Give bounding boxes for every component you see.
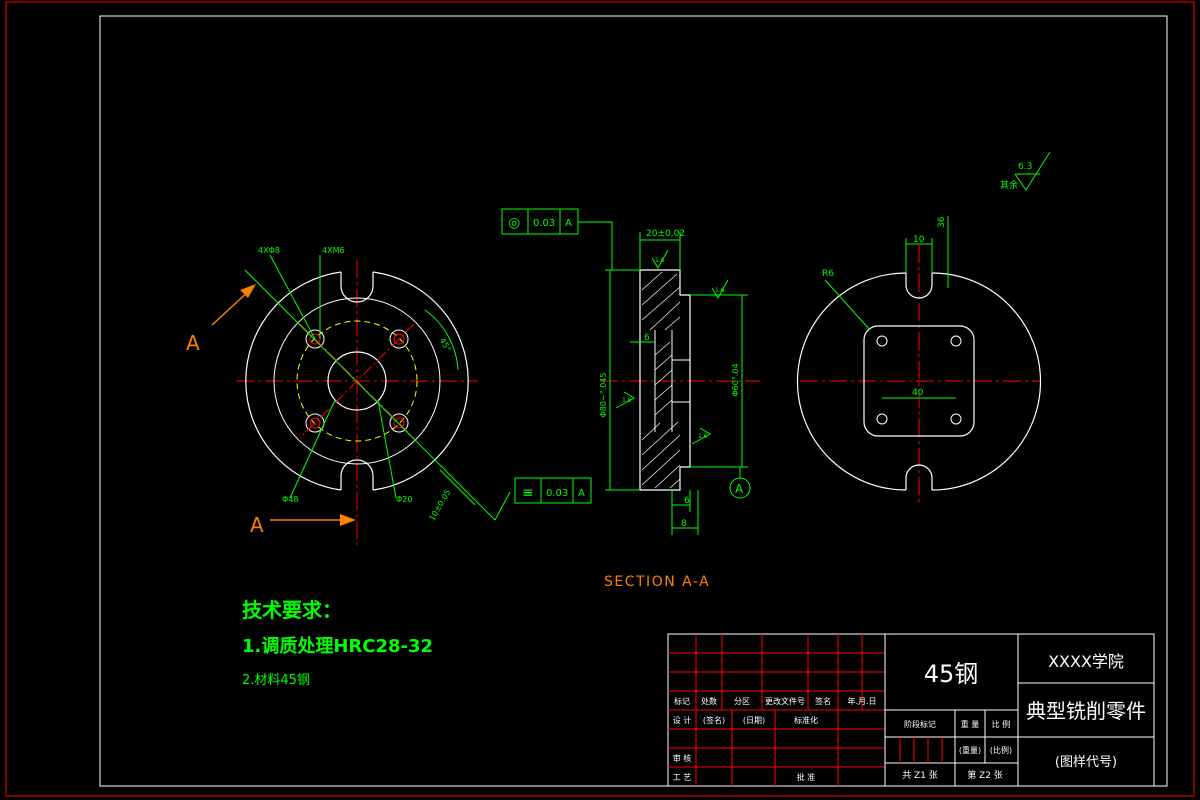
- tb-process: 工 艺: [673, 773, 692, 782]
- tol-symbol-symmetry: ≡: [522, 485, 534, 501]
- side-view-pocket: [863, 325, 975, 437]
- outer-border: [5, 1, 1195, 797]
- tb-scale-val: (比例): [990, 745, 1012, 755]
- tb-weight: 重 量: [961, 719, 980, 729]
- surface-finish-value: 6.3: [1018, 162, 1032, 172]
- tb-header-date: 年.月.日: [847, 696, 876, 706]
- tb-total-sheets: 共 Z1 张: [902, 770, 938, 781]
- section-view: A 1.6 1.6 1.6 1.6 ◎ 0.03 A 20±0.02 6 6 8…: [501, 208, 760, 590]
- section-label-a-top: A: [186, 331, 200, 355]
- surface-finish-note: 其余: [1000, 179, 1018, 191]
- tol-symbol-concentricity: ◎: [508, 215, 520, 231]
- roughness-2: 1.6: [715, 287, 725, 294]
- bolt-hole-tr: [389, 329, 409, 349]
- tb-header-count: 处数: [701, 696, 717, 706]
- label-dia-outer: Φ80−°.045: [599, 373, 608, 418]
- section-hatch: [641, 271, 681, 489]
- label-dim-bolt: 10±0.05: [427, 488, 452, 523]
- inner-border: [99, 15, 1168, 787]
- roughness-4: 1.6: [698, 433, 708, 440]
- label-dim-6-left: 6: [644, 333, 650, 343]
- tol-datum-concentricity: A: [565, 218, 572, 229]
- tb-standard: 标准化: [794, 715, 818, 725]
- roughness-1: 1.6: [655, 257, 665, 264]
- tb-header-sign: 签名: [815, 696, 831, 706]
- tb-school: XXXX学院: [1048, 652, 1124, 671]
- label-holes-count-2: 4XM6: [322, 246, 345, 255]
- label-side-radius: R6: [822, 269, 834, 279]
- front-view: A A 4XΦ8 4XM6 45° Φ20 Φ48 10±0.05 ≡ 0.03…: [186, 246, 592, 545]
- label-datum-a: A: [735, 482, 744, 496]
- surface-finish-symbol: 6.3 其余: [1000, 151, 1051, 191]
- label-dim-8-bottom: 8: [681, 519, 687, 529]
- tech-req-item-2: 2.材料45钢: [242, 673, 310, 688]
- tb-sheet-no: 第 Z2 张: [967, 769, 1003, 781]
- tolerance-frame-symmetry: ≡ 0.03 A: [514, 477, 592, 504]
- label-diameter-small: Φ20: [396, 495, 412, 504]
- label-dia-inner: Φ60°.04: [731, 363, 740, 396]
- tol-value-symmetry: 0.03: [546, 488, 568, 499]
- tech-req-item-1: 1.调质处理HRC28-32: [242, 635, 433, 657]
- tech-requirements: 技术要求： 1.调质处理HRC28-32 2.材料45钢: [242, 598, 433, 688]
- label-side-center: 40: [912, 388, 924, 398]
- tb-material: 45钢: [924, 660, 979, 688]
- tb-review: 审 核: [673, 753, 692, 763]
- label-diameter-large: Φ48: [282, 495, 298, 504]
- tb-design: 设 计: [673, 715, 692, 725]
- label-holes-count-1: 4XΦ8: [258, 246, 280, 255]
- tb-header-zone: 分区: [734, 697, 750, 706]
- label-dim-6-bottom: 6: [684, 496, 690, 506]
- tb-header-mark: 标记: [674, 696, 690, 706]
- label-width-top: 20±0.02: [646, 229, 685, 239]
- roughness-3: 1.6: [622, 397, 632, 404]
- tech-req-title: 技术要求：: [242, 598, 342, 622]
- section-title: SECTION A-A: [604, 574, 710, 590]
- tolerance-frame-concentricity: ◎ 0.03 A: [501, 208, 579, 235]
- tol-value-concentricity: 0.03: [533, 218, 555, 229]
- tb-drawing-no: (图样代号): [1055, 755, 1117, 770]
- tb-header-docno: 更改文件号: [765, 696, 805, 706]
- tb-approve: 批 准: [797, 772, 816, 782]
- label-side-height: 36: [937, 216, 947, 228]
- side-view: 10 36 R6 40: [796, 216, 1042, 505]
- tb-design-date: (日期): [743, 716, 765, 725]
- title-block: 标记 处数 分区 更改文件号 签名 年.月.日 设 计 (签名) (日期) 标准…: [667, 633, 1155, 787]
- bolt-hole-br: [389, 413, 409, 433]
- label-angle: 45°: [438, 337, 453, 354]
- tb-weight-val: (重量): [959, 745, 981, 755]
- label-side-width: 10: [913, 235, 925, 245]
- tb-stage-mark: 阶段标记: [904, 719, 936, 729]
- tb-design-sign: (签名): [703, 715, 725, 725]
- section-label-a-bottom: A: [250, 513, 264, 537]
- tb-scale: 比 例: [992, 719, 1011, 729]
- tb-part-name: 典型铣削零件: [1026, 699, 1146, 723]
- tol-datum-symmetry: A: [578, 488, 585, 499]
